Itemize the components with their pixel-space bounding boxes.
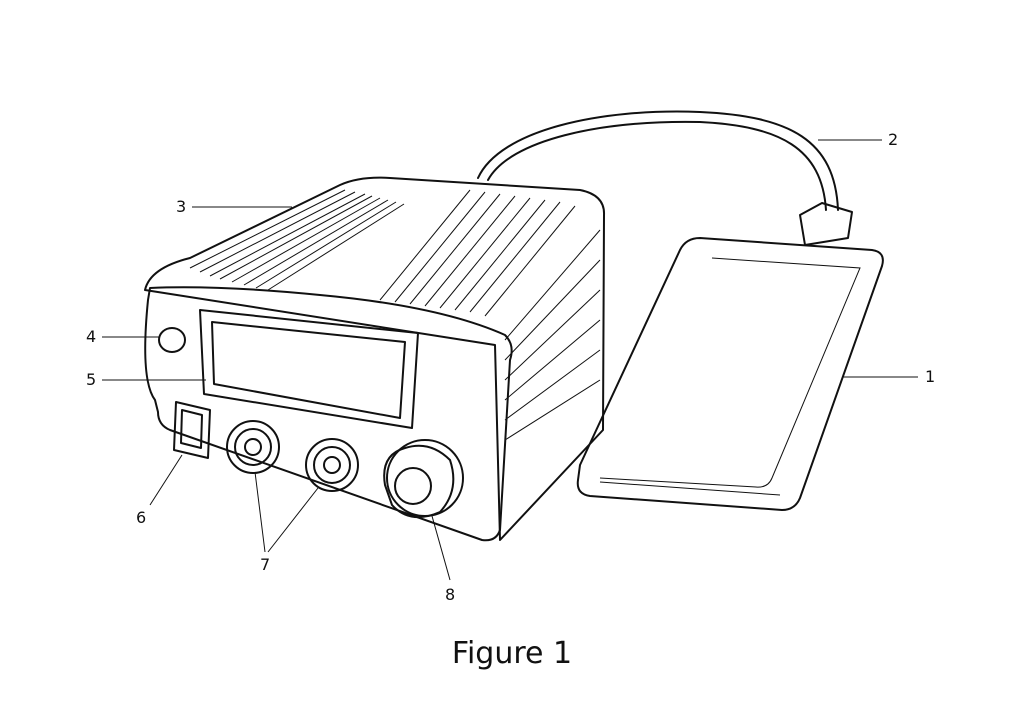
callout-8: 8 [445, 585, 456, 604]
callout-4: 4 [86, 327, 97, 346]
callout-lines [102, 139, 918, 581]
callout-3: 3 [176, 197, 187, 216]
tool-connectors [226, 420, 359, 492]
display [199, 309, 419, 429]
housing [144, 176, 606, 541]
callout-7: 7 [260, 555, 271, 574]
callout-5: 5 [86, 370, 97, 389]
cable-plug [799, 202, 853, 246]
callout-6: 6 [136, 508, 147, 527]
power-switch [173, 401, 211, 459]
temperature-knob [383, 439, 464, 519]
soldering-pad [576, 237, 884, 511]
callout-1: 1 [925, 367, 936, 386]
front-panel [144, 286, 513, 542]
indicator-led [158, 327, 186, 353]
cable [477, 110, 839, 211]
figure-caption: Figure 1 [451, 636, 573, 671]
callout-2: 2 [888, 130, 899, 149]
